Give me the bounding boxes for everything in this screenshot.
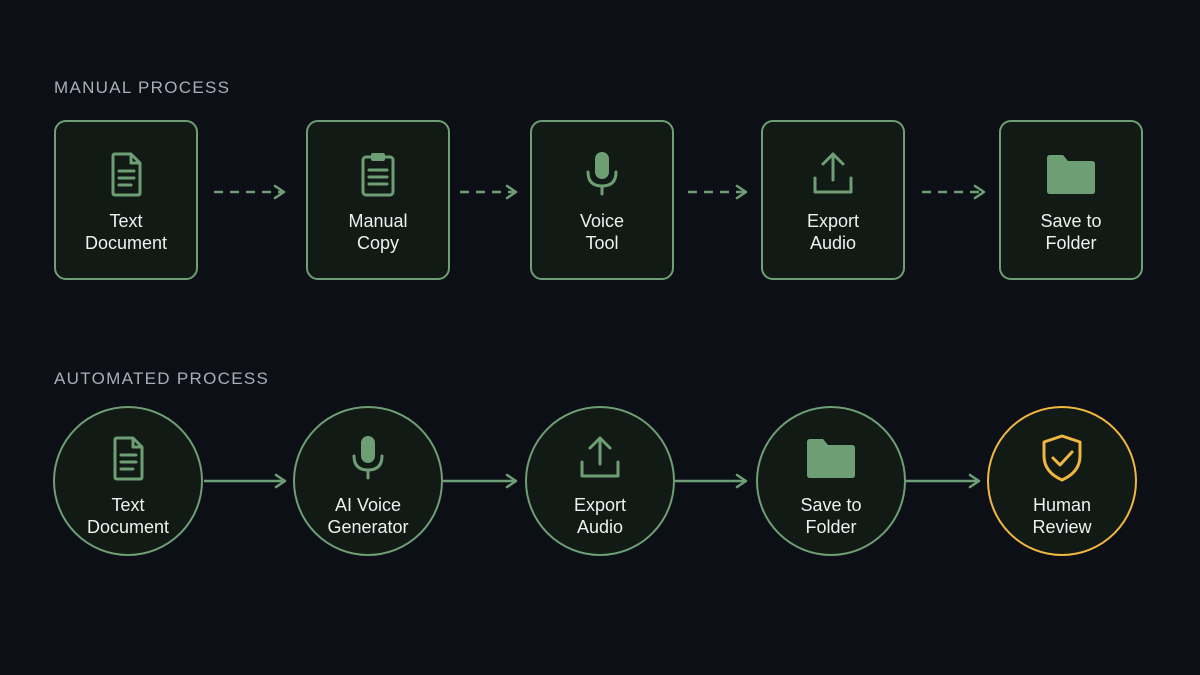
step-label: AI Voice Generator	[327, 495, 409, 537]
step-label: Text Document	[84, 211, 168, 253]
folder-icon	[1047, 155, 1095, 194]
dashed-arrow	[460, 184, 520, 200]
solid-arrow	[906, 473, 982, 489]
auto-step-human-review: Human Review	[987, 406, 1137, 556]
dashed-arrow	[214, 184, 288, 200]
step-label: Human Review	[1032, 495, 1092, 537]
document-icon	[113, 436, 144, 481]
manual-step-export-audio: Export Audio	[761, 120, 905, 280]
step-label: Export Audio	[573, 495, 627, 537]
dashed-arrow	[922, 184, 988, 200]
step-label: Text Document	[86, 495, 170, 537]
step-label: Save to Folder	[800, 495, 862, 537]
step-label: Voice Tool	[579, 211, 625, 253]
upload-icon	[813, 152, 853, 194]
manual-step-text-document: Text Document	[54, 120, 198, 280]
auto-step-export-audio: Export Audio	[525, 406, 675, 556]
solid-arrow	[675, 473, 749, 489]
manual-step-voice-tool: Voice Tool	[530, 120, 674, 280]
solid-arrow	[204, 473, 288, 489]
solid-arrow	[443, 473, 519, 489]
microphone-icon	[352, 436, 384, 480]
manual-step-manual-copy: Manual Copy	[306, 120, 450, 280]
step-label: Export Audio	[806, 211, 860, 253]
document-icon	[111, 152, 142, 197]
auto-step-ai-voice-generator: AI Voice Generator	[293, 406, 443, 556]
shield-check-icon	[1042, 434, 1082, 482]
dashed-arrow	[688, 184, 750, 200]
step-label: Save to Folder	[1040, 211, 1102, 253]
folder-icon	[807, 439, 855, 478]
manual-process-heading: MANUAL PROCESS	[54, 78, 231, 97]
auto-step-text-document: Text Document	[53, 406, 203, 556]
step-label: Manual Copy	[348, 211, 408, 253]
auto-step-save-to-folder: Save to Folder	[756, 406, 906, 556]
upload-icon	[580, 436, 620, 478]
microphone-icon	[586, 152, 618, 196]
manual-step-save-to-folder: Save to Folder	[999, 120, 1143, 280]
automated-process-heading: AUTOMATED PROCESS	[54, 369, 270, 388]
clipboard-icon	[361, 153, 395, 197]
